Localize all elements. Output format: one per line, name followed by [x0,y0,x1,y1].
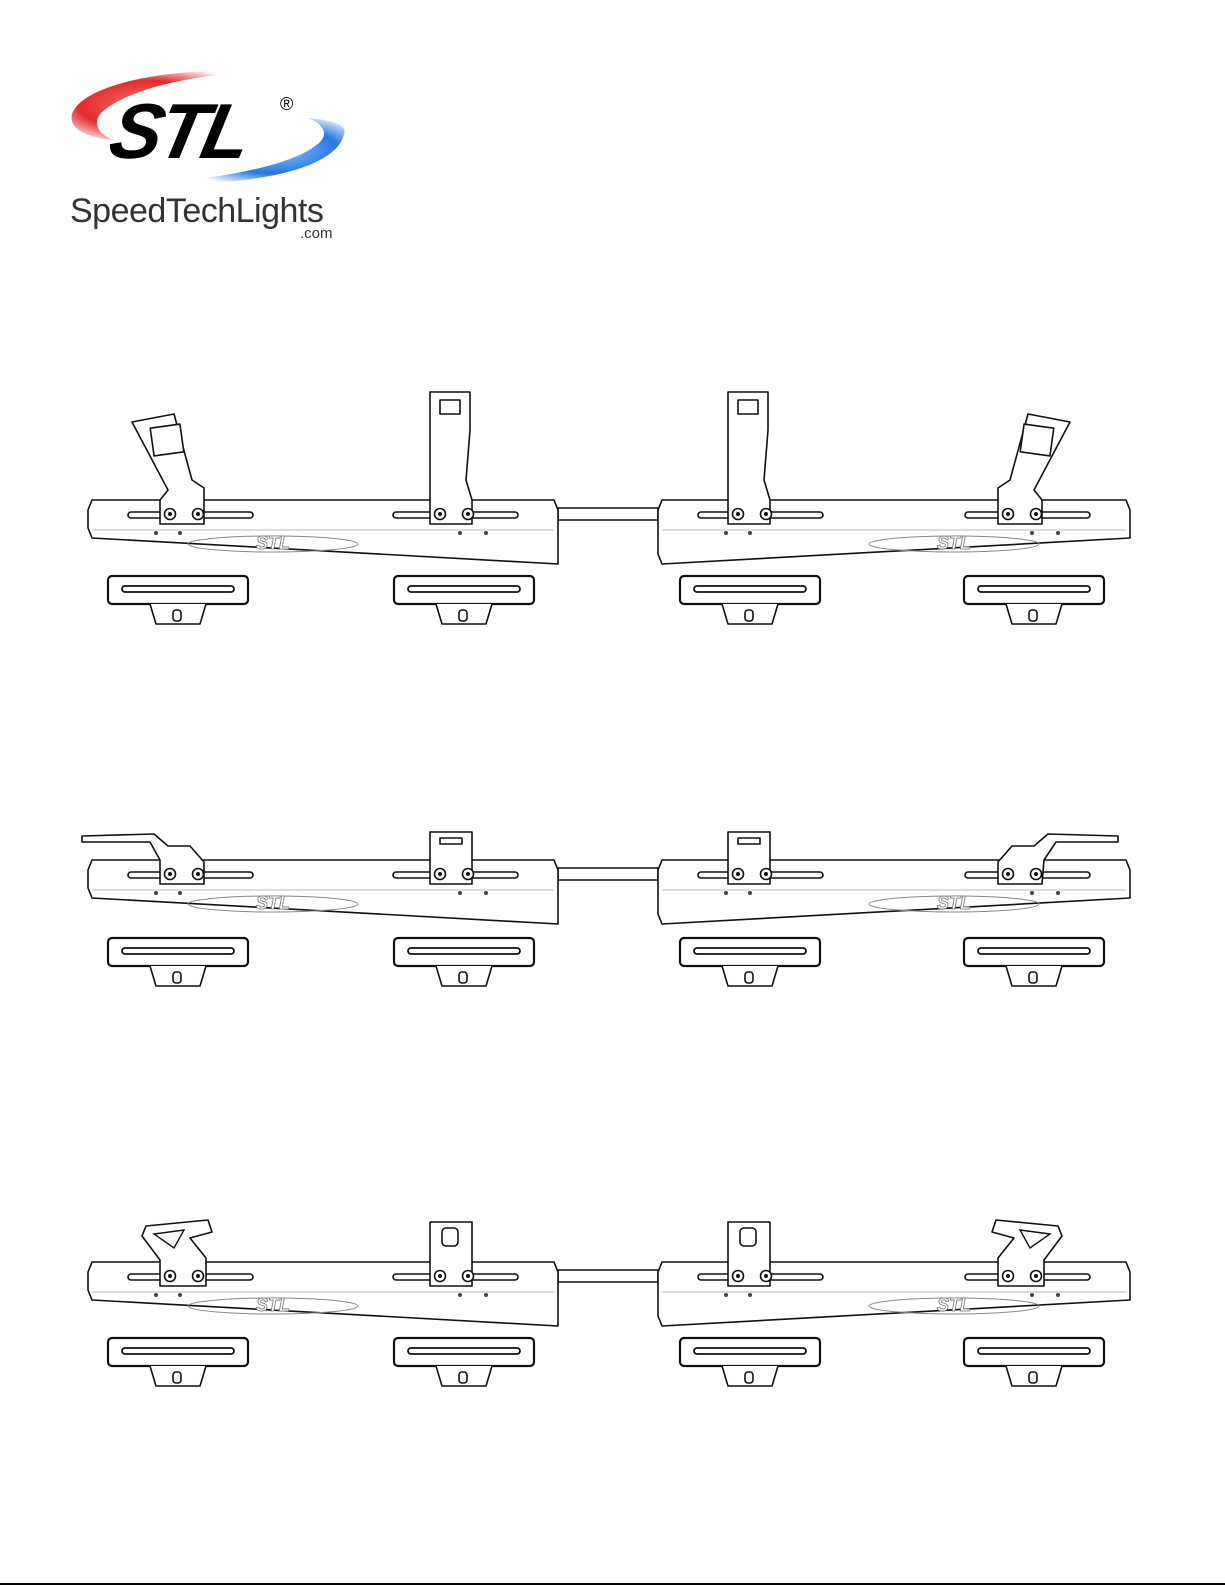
bolt-center [736,1274,740,1278]
bolt-center [466,872,470,876]
connector-rod [558,508,658,520]
bar-emblem: STL [256,533,290,553]
bolt-center [1034,1274,1038,1278]
bolt-center [168,512,172,516]
bolt-center [736,512,740,516]
bar-emblem: STL [937,893,971,913]
dot [724,1293,728,1297]
bracket-window [1020,424,1054,456]
dot [484,891,488,895]
foot-slot [978,1348,1090,1354]
bolt-center [1006,1274,1010,1278]
dot [458,531,462,535]
dot [154,1293,158,1297]
dot [748,531,752,535]
bar-emblem: STL [256,893,290,913]
lightbar-diagram-hook-brackets: STL STL [48,1208,1143,1408]
dot [178,891,182,895]
bolt-center [168,1274,172,1278]
brand-logo: STL ® SpeedTechLights .com [62,64,354,244]
foot-slot [122,586,234,592]
bracket-window [738,838,760,844]
lightbar-assembly: STL STL [88,392,1130,624]
lightbar-illustration: STL STL [48,810,1143,1025]
foot-slot [408,1348,520,1354]
dot [1030,1293,1034,1297]
lightbar-illustration: STL STL [48,384,1143,646]
bolt-center [438,1274,442,1278]
dot [458,891,462,895]
bracket-window [740,1228,756,1246]
bolt-center [438,872,442,876]
dot [748,891,752,895]
bar-emblem: STL [937,533,971,553]
bolt-center [1006,872,1010,876]
dot [748,1293,752,1297]
logo-wordmark: STL [102,88,256,175]
bracket-window [442,1228,458,1246]
foot-slot [122,1348,234,1354]
bar-emblem: STL [937,1295,971,1315]
bolt-center [1034,872,1038,876]
bolt-center [196,872,200,876]
connector-rod [558,1270,658,1282]
foot-slot [978,586,1090,592]
bolt-center [764,512,768,516]
dot [178,1293,182,1297]
dot [724,891,728,895]
bolt-center [466,1274,470,1278]
dot [154,531,158,535]
connector-rod [558,868,658,880]
bolt-center [1006,512,1010,516]
dot [1030,531,1034,535]
registered-mark: ® [280,94,293,114]
foot-slot [694,1348,806,1354]
lightbar-assembly: STL STL [88,1220,1130,1386]
bolt-center [1034,512,1038,516]
bolt-center [736,872,740,876]
foot-slot [122,948,234,954]
bracket-window [738,400,758,414]
foot-slot [694,586,806,592]
lightbar-diagram-flat-brackets: STL STL [48,810,1143,1025]
dot [1056,531,1060,535]
stl-logo-mark: STL ® SpeedTechLights .com [62,64,354,244]
dot [484,1293,488,1297]
bar-emblem: STL [256,1295,290,1315]
bolt-center [764,872,768,876]
logo-domain: .com [300,225,333,242]
bolt-center [196,512,200,516]
bolt-center [438,512,442,516]
foot-slot [978,948,1090,954]
lightbar-illustration: STL STL [48,1208,1143,1408]
foot-slot [408,586,520,592]
dot [484,531,488,535]
logo-company-name: SpeedTechLights [70,192,323,230]
foot-slot [694,948,806,954]
bolt-center [168,872,172,876]
dot [1056,891,1060,895]
dot [154,891,158,895]
dot [178,531,182,535]
lightbar-diagram-tall-brackets: STL STL [48,384,1143,646]
dot [1030,891,1034,895]
bracket-window [440,400,460,414]
dot [724,531,728,535]
dot [458,1293,462,1297]
bracket-window [440,838,462,844]
bolt-center [196,1274,200,1278]
bracket-window [150,424,184,456]
foot-slot [408,948,520,954]
lightbar-assembly: STL STL [82,832,1130,986]
bolt-center [764,1274,768,1278]
bolt-center [466,512,470,516]
dot [1056,1293,1060,1297]
